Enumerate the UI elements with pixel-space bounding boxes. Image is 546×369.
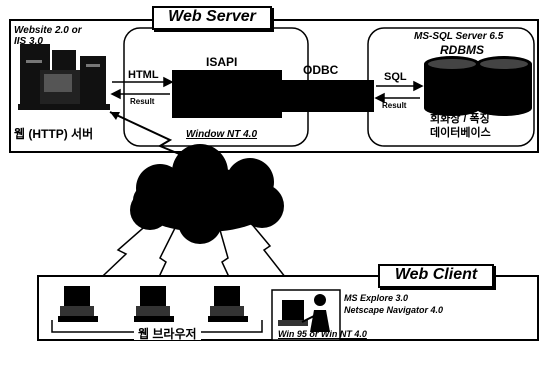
odbc-block xyxy=(282,80,374,112)
browser-line2: Netscape Navigator 4.0 xyxy=(344,306,443,315)
client-os-label: Win 95 or Win NT 4.0 xyxy=(278,330,367,339)
database-cylinder-icon xyxy=(424,56,532,116)
result-right-label: Result xyxy=(382,102,406,110)
db-product-label: MS-SQL Server 6.5 xyxy=(414,32,503,42)
sql-label: SQL xyxy=(384,72,407,83)
db-type-label: RDBMS xyxy=(440,44,484,56)
web-browser-label: 웹 브라우저 xyxy=(134,328,201,340)
result-left-label: Result xyxy=(130,98,154,106)
isapi-label: ISAPI xyxy=(206,56,237,68)
isapi-block xyxy=(172,70,282,118)
internet-cloud-icon xyxy=(130,144,284,244)
windows-nt-label: Window NT 4.0 xyxy=(186,130,257,140)
website-label-line1: Website 2.0 or xyxy=(14,26,82,36)
web-server-label: 웹 (HTTP) 서버 xyxy=(14,128,93,140)
db-desc-line2: 데이터베이스 xyxy=(430,128,491,139)
website-label-line2: IIS 3.0 xyxy=(14,37,43,47)
html-label: HTML xyxy=(128,70,159,81)
web-server-title: Web Server xyxy=(152,6,272,30)
web-client-title: Web Client xyxy=(378,264,494,288)
odbc-label: ODBC xyxy=(303,64,338,76)
db-desc-line1: 회화상 / 폭징 xyxy=(430,114,490,125)
browser-line1: MS Explore 3.0 xyxy=(344,294,408,303)
